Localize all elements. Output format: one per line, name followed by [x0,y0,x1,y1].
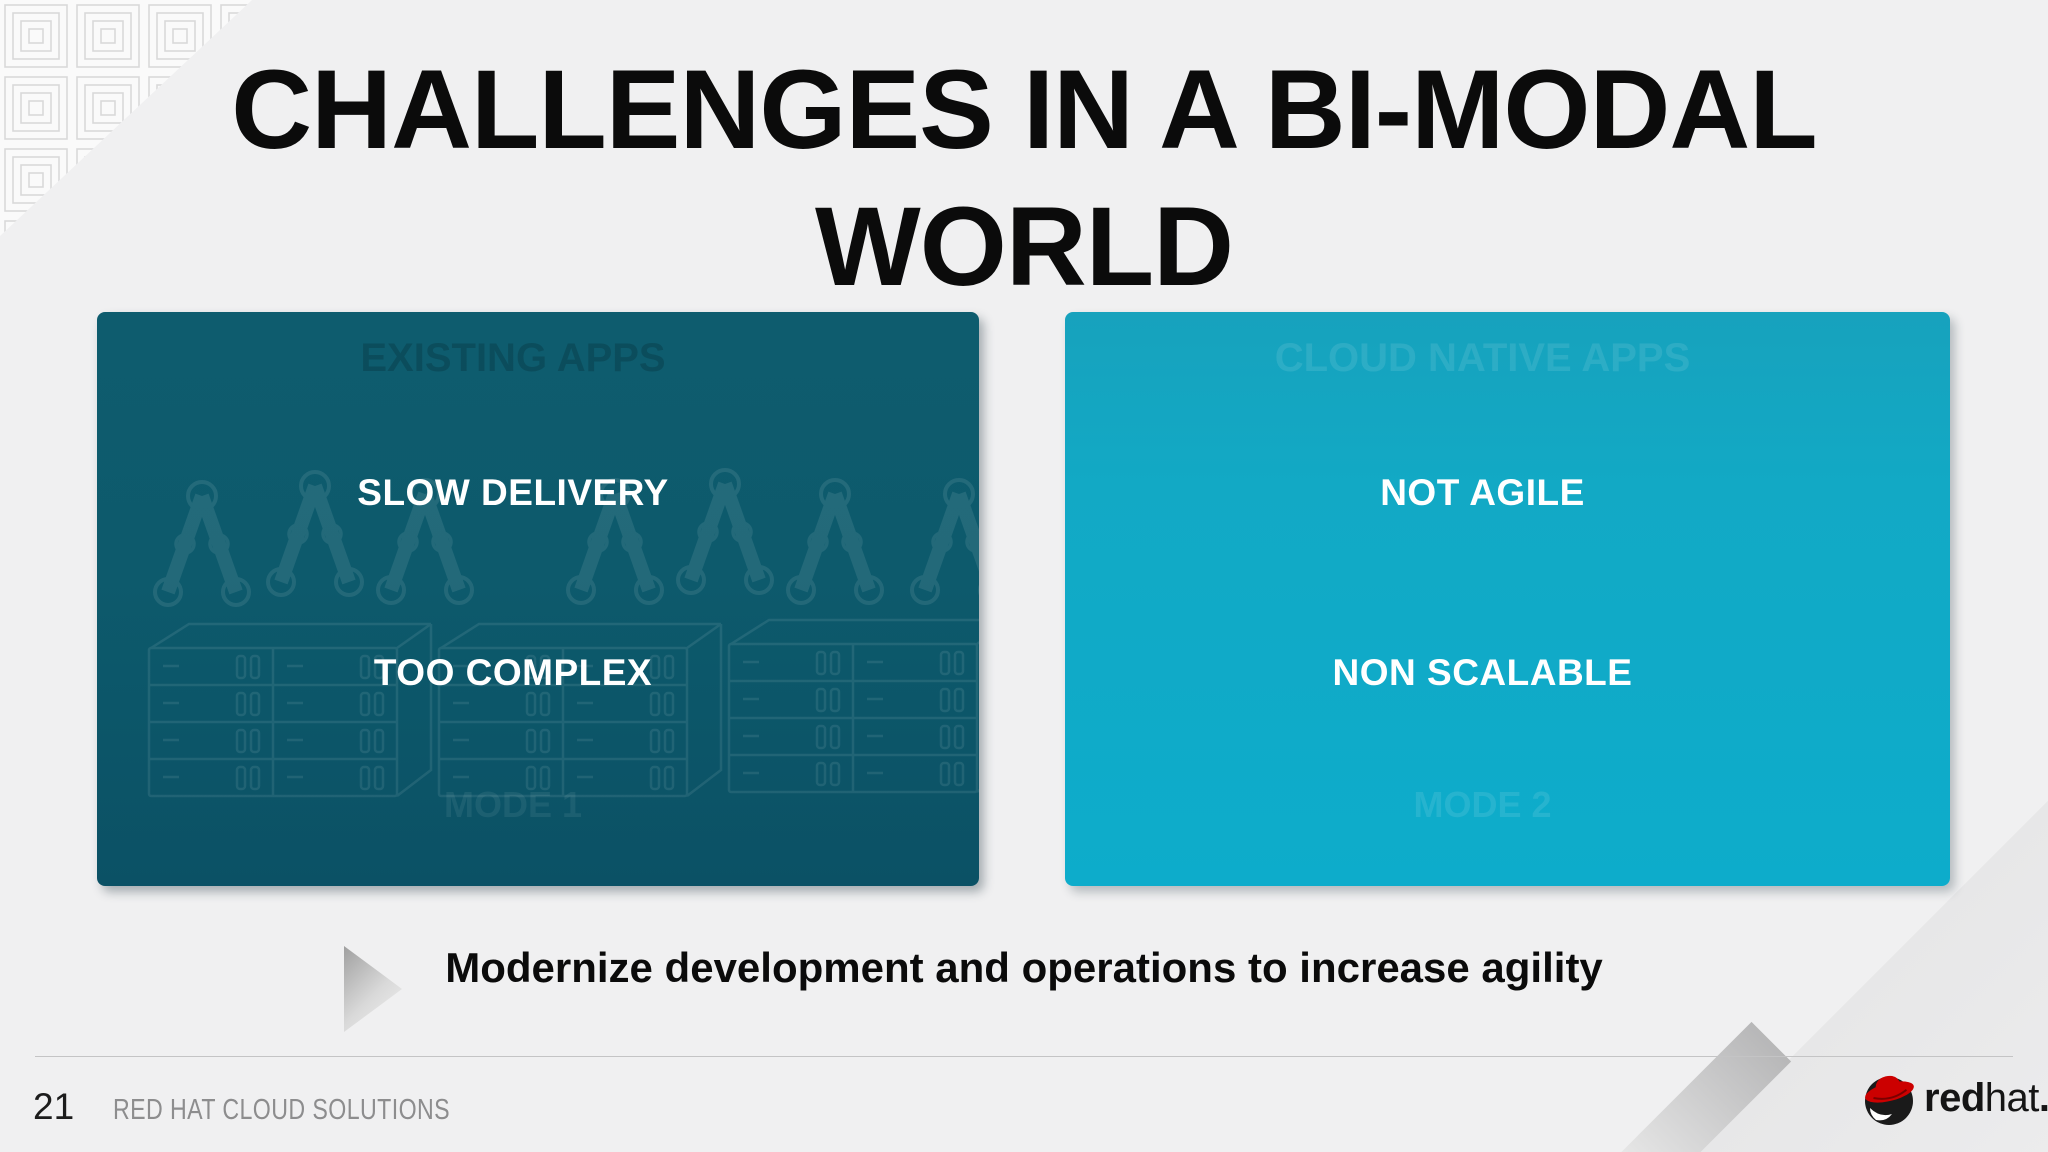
footer-label: RED HAT CLOUD SOLUTIONS [113,1094,451,1126]
panel-right-label-2: NON SCALABLE [1332,652,1633,693]
brand-word-period: . [2039,1076,2048,1120]
callout-text: Modernize development and operations to … [445,944,1603,991]
fedora-icon [1865,1075,1914,1125]
page-title-line1: CHALLENGES IN A BI-MODAL [231,47,1817,172]
page-number: 21 [33,1086,75,1127]
panel-right-mode-label: MODE 2 [1413,784,1552,825]
panel-right-ghost-header: CLOUD NATIVE APPS [1274,336,1691,380]
page-title-line2: WORLD [814,183,1234,309]
page-title: CHALLENGES IN A BI-MODAL WORLD [0,42,2048,315]
panel-left-label-1: SLOW DELIVERY [357,472,669,513]
brand-wordmark: redhat. [1924,1076,2048,1121]
red-hat-logo: redhat. [1858,1068,2048,1128]
panel-left-mode-label: MODE 1 [443,784,583,825]
panel-left-label-2: TOO COMPLEX [373,652,653,693]
brand-word-hat: hat [1984,1075,2040,1120]
footer-divider [35,1056,2013,1057]
panel-right-label-1: NOT AGILE [1380,472,1585,513]
brand-word-red: red [1924,1075,1985,1120]
panel-left-ghost-header: EXISTING APPS [360,336,666,380]
panel-cloud-native-apps: CLOUD NATIVE APPS NOT AGILE NON SCALABLE… [1065,312,1950,886]
panel-existing-apps: EXISTING APPS SLOW DELIVERY TOO COMPLEX … [97,312,979,886]
